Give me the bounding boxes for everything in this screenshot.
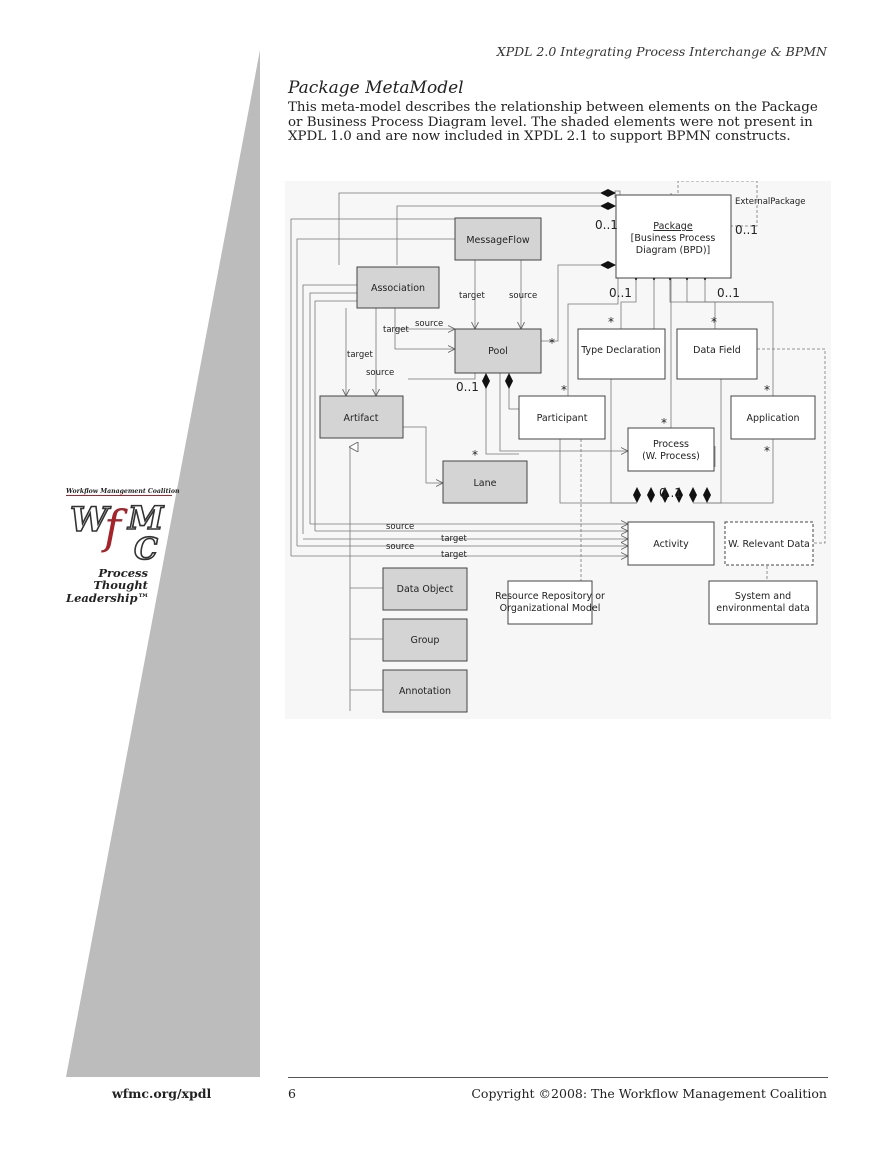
logo-letters: W f M C <box>69 498 166 568</box>
running-header: XPDL 2.0 Integrating Process Interchange… <box>496 44 827 59</box>
box-association-label: Association <box>371 283 425 294</box>
logo-tagline: Process Thought Leadership™ <box>66 566 150 605</box>
edge-label-source: source <box>386 542 414 552</box>
box-package: Package [Business Process Diagram (BPD)] <box>615 194 732 279</box>
multiplicity-label: 0..1 <box>659 486 682 500</box>
box-application: Application <box>730 395 816 440</box>
section-title: Package MetaModel <box>288 78 464 98</box>
logo-letter-c: C <box>134 532 158 567</box>
box-artifact-label: Artifact <box>344 413 379 424</box>
logo-letter-f: f <box>101 500 128 554</box>
box-message-flow-label: MessageFlow <box>466 235 530 246</box>
box-package-name: Package <box>653 221 693 232</box>
box-w-relevant-data-label: W. Relevant Data <box>728 539 810 550</box>
edge-label-source: source <box>366 368 394 378</box>
box-process-label: Process <box>653 439 689 450</box>
box-message-flow: MessageFlow <box>454 217 542 261</box>
external-package-label: ExternalPackage <box>735 197 806 207</box>
multiplicity-label: * <box>764 444 770 458</box>
multiplicity-label: * <box>472 448 478 462</box>
diagram-background <box>285 181 831 719</box>
intro-line: or Business Process Diagram level. The s… <box>288 114 813 130</box>
tagline-line: Thought <box>93 578 148 593</box>
box-package-sub: [Business Process <box>631 233 716 244</box>
multiplicity-label: * <box>561 383 567 397</box>
box-process-sub: (W. Process) <box>642 451 700 462</box>
box-data-field: Data Field <box>676 328 758 380</box>
box-pool: Pool <box>454 328 542 374</box>
box-resource-repository-sub: Organizational Model <box>500 603 601 614</box>
box-process: Process (W. Process) <box>627 427 715 472</box>
box-type-declaration: Type Declaration <box>577 328 666 380</box>
page-number: 6 <box>288 1086 296 1101</box>
box-system-data-label: System and <box>735 591 791 602</box>
section-intro: This meta-model describes the relationsh… <box>288 100 828 145</box>
edge-label-target: target <box>383 325 410 335</box>
box-artifact: Artifact <box>319 395 404 439</box>
box-resource-repository: Resource Repository or Organizational Mo… <box>495 580 605 625</box>
tagline-line: Process <box>98 566 148 580</box>
box-annotation: Annotation <box>382 669 468 713</box>
multiplicity-label: 0..1 <box>609 286 632 300</box>
intro-line: XPDL 1.0 and are now included in XPDL 2.… <box>288 129 791 145</box>
logo-letter-w: W <box>70 500 111 540</box>
wfmc-logo: Workflow Management Coalition W f M C Pr… <box>66 488 180 618</box>
box-lane-label: Lane <box>474 478 497 489</box>
edge-label-target: target <box>441 534 468 544</box>
box-system-data-sub: environmental data <box>716 603 809 614</box>
box-data-object-label: Data Object <box>397 584 454 595</box>
edge-label-target: target <box>441 550 468 560</box>
edge-label-source: source <box>509 291 537 301</box>
multiplicity-label: 0..1 <box>595 218 618 232</box>
box-package-sub: Diagram (BPD)] <box>636 245 711 256</box>
box-type-declaration-label: Type Declaration <box>580 345 661 356</box>
package-metamodel-diagram: Package [Business Process Diagram (BPD)]… <box>285 181 831 719</box>
box-lane: Lane <box>442 460 528 504</box>
edge-label-target: target <box>459 291 486 301</box>
sidebar-gray-wedge <box>66 50 260 1077</box>
logo-letter-m: M <box>127 499 165 537</box>
intro-line: This meta-model describes the relationsh… <box>288 100 818 115</box>
box-pool-label: Pool <box>488 346 508 357</box>
multiplicity-label: * <box>608 315 614 329</box>
box-group: Group <box>382 618 468 662</box>
box-group-label: Group <box>411 635 440 646</box>
footer-copyright: Copyright ©2008: The Workflow Management… <box>471 1086 827 1101</box>
multiplicity-label: * <box>661 416 667 430</box>
footer-site: wfmc.org/xpdl <box>112 1086 212 1101</box>
box-participant: Participant <box>518 395 606 440</box>
box-participant-label: Participant <box>537 413 588 424</box>
box-activity-label: Activity <box>653 539 689 550</box>
multiplicity-label: 0..1 <box>456 380 479 394</box>
box-resource-repository-label: Resource Repository or <box>495 591 605 602</box>
multiplicity-label: * <box>764 383 770 397</box>
edge-label-target: target <box>347 350 374 360</box>
multiplicity-label: 0..1 <box>735 223 758 237</box>
box-application-label: Application <box>746 413 799 424</box>
logo-rule <box>66 495 172 496</box>
multiplicity-label: 0..1 <box>717 286 740 300</box>
logo-org-name: Workflow Management Coalition <box>66 488 180 495</box>
footer-rule <box>288 1077 828 1078</box>
multiplicity-label: * <box>711 315 717 329</box>
diagram-annotations: ExternalPackage 0..1 0..1 target source … <box>347 197 806 560</box>
box-annotation-label: Annotation <box>399 686 451 697</box>
box-association: Association <box>356 266 440 309</box>
connector-lines <box>290 181 826 711</box>
box-activity: Activity <box>627 521 715 566</box>
box-w-relevant-data: W. Relevant Data <box>724 521 814 566</box>
box-system-data: System and environmental data <box>708 580 818 625</box>
edge-label-source: source <box>386 522 414 532</box>
multiplicity-label: * <box>549 336 555 350</box>
box-data-object: Data Object <box>382 567 468 611</box>
edge-label-source: source <box>415 319 443 329</box>
tagline-line: Leadership™ <box>66 590 150 605</box>
box-data-field-label: Data Field <box>693 345 741 356</box>
